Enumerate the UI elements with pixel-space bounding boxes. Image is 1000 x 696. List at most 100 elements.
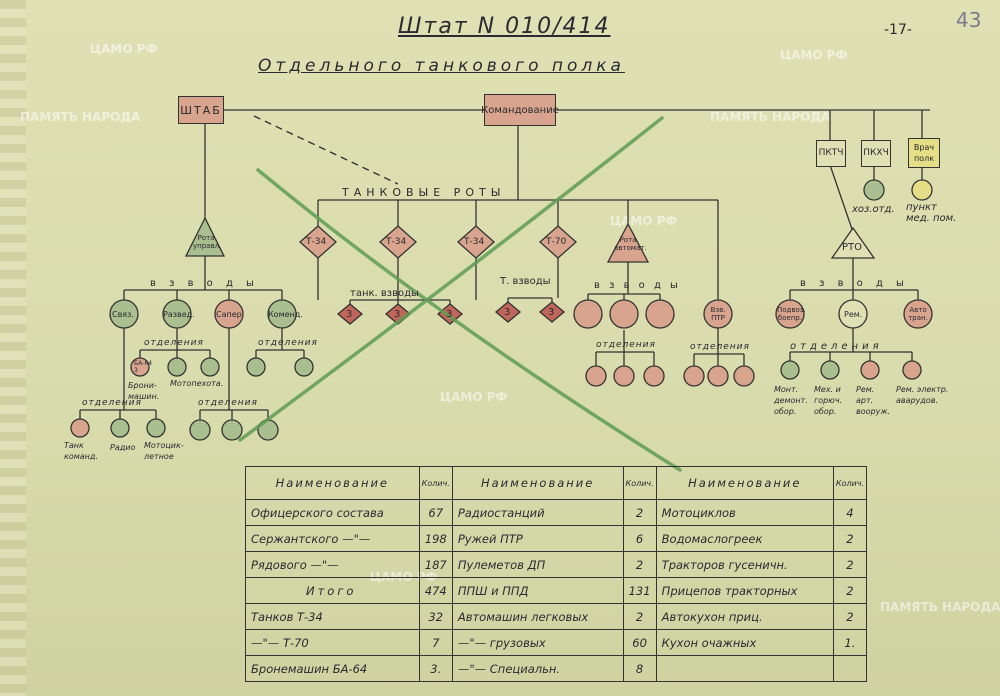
table-cell: 187: [418, 551, 453, 578]
table-row: Танков Т-34 32 Автомашин легковых 2 Авто…: [245, 603, 868, 630]
command-box: Командование: [481, 94, 559, 126]
t34-company-2: [379, 225, 417, 259]
tank-platoons-label: танк. взводы: [350, 288, 419, 299]
t34-label: Т-34: [306, 237, 327, 247]
table-cell: Рядового —"—: [245, 551, 420, 578]
table-cell: 198: [418, 525, 453, 552]
section-mount-label: Монт. демонт. обор.: [774, 385, 808, 416]
table-cell: 8: [622, 655, 657, 682]
t70-label: Т-70: [546, 237, 567, 247]
watermark: ЦАМО РФ: [440, 390, 508, 404]
tank-companies-label: ТАНКОВЫЕ РОТЫ: [342, 186, 506, 199]
archive-number: 43: [956, 8, 982, 32]
table-cell: [655, 655, 834, 682]
t34-label: Т-34: [386, 237, 407, 247]
sections-label: отделения: [690, 342, 750, 352]
torn-edge: [0, 0, 26, 696]
table-row: Рядового —"— 187 Пулеметов ДП 2 Тракторо…: [245, 551, 868, 578]
t70-company: [539, 225, 577, 259]
table-cell: —"— грузовых: [451, 629, 624, 656]
column-header: Наименование: [451, 466, 624, 500]
rto-label: РТО: [842, 242, 863, 253]
table-cell: —"— Т-70: [245, 629, 420, 656]
table-cell: Офицерского состава: [245, 499, 420, 526]
table-cell: 60: [622, 629, 657, 656]
table-cell: Сержантского —"—: [245, 525, 420, 552]
platoons-label: в з в о д ы: [800, 278, 909, 289]
sections-label: отделения: [144, 338, 204, 348]
table-row: Офицерского состава 67 Радиостанций 2 Мо…: [245, 499, 868, 526]
table-cell: 7: [418, 629, 453, 656]
page-number: -17-: [884, 22, 912, 38]
section-mech-label: Мех. и горюч. обор.: [814, 385, 843, 416]
sections-label: отделения: [258, 338, 318, 348]
table-cell: Автомашин легковых: [451, 603, 624, 630]
table-cell: Пулеметов ДП: [451, 551, 624, 578]
platoon-komend: Коменд.: [268, 310, 303, 319]
table-cell: Тракторов гусеничн.: [655, 551, 834, 578]
aa-platoon-label: Взв. ПТР: [710, 306, 726, 322]
watermark: ПАМЯТЬ НАРОДА: [20, 110, 141, 124]
column-header: Колич.: [622, 466, 657, 500]
table-cell: 2: [622, 603, 657, 630]
table-cell: Прицепов тракторных: [655, 577, 834, 604]
platoon-count: 3: [504, 307, 511, 318]
watermark: ПАМЯТЬ НАРОДА: [710, 110, 831, 124]
table-cell: 2: [832, 525, 868, 552]
sections-label: отделения: [790, 341, 883, 352]
staff-table: Наименование Колич. Наименование Колич. …: [245, 466, 868, 682]
sections-label: отделения: [596, 340, 656, 350]
table-row: Бронемашин БА-64 3. —"— Специальн. 8: [245, 655, 868, 682]
staff-hq-box: ШТАБ: [178, 96, 224, 124]
table-cell: —"— Специальн.: [451, 655, 624, 682]
table-cell: 2: [622, 499, 657, 526]
company-auto-label: Рота автомат.: [614, 236, 647, 252]
support-platoon-label: Подвоз. боепр.: [777, 306, 806, 322]
table-cell: Водомаслогреек: [655, 525, 834, 552]
table-cell: 4: [832, 499, 868, 526]
company-hq-triangle: [184, 216, 226, 257]
section-rem-arm-label: Рем. арт. вооруж.: [856, 385, 891, 416]
section-rem-elec-label: Рем. электр. аварудов.: [896, 385, 949, 405]
watermark: ЦАМО РФ: [90, 42, 158, 56]
platoons-label: в з в о д ы: [594, 280, 681, 291]
table-cell: 2: [832, 577, 868, 604]
tank-command-label: Танк команд.: [64, 441, 98, 461]
table-cell: Итого: [245, 577, 420, 604]
table-row: —"— Т-70 7 —"— грузовых 60 Кухон очажных…: [245, 629, 868, 656]
watermark: ПАМЯТЬ НАРОДА: [880, 600, 1000, 614]
table-cell: Танков Т-34: [245, 603, 420, 630]
column-header: Наименование: [245, 466, 420, 500]
platoon-count: 3: [394, 309, 401, 320]
table-cell: [832, 655, 868, 682]
t-platoons-label: Т. взводы: [500, 276, 551, 287]
platoon-sviaz: Связ.: [112, 310, 134, 319]
table-cell: 3.: [418, 655, 453, 682]
table-cell: 6: [622, 525, 657, 552]
table-cell: Мотоциклов: [655, 499, 834, 526]
table-cell: 474: [418, 577, 453, 604]
armored-car-label: Брони- машин.: [128, 381, 160, 401]
table-cell: 131: [622, 577, 657, 604]
sections-label: отделения: [198, 398, 258, 408]
table-cell: Ружей ПТР: [451, 525, 624, 552]
radio-label: Радио: [110, 443, 136, 452]
company-hq-label: Рота управл.: [193, 234, 222, 250]
document-subtitle: Отдельного танкового полка: [258, 56, 625, 76]
document-title: Штат N 010/414: [398, 14, 611, 39]
table-cell: 1.: [832, 629, 868, 656]
ba64-label: БА-64 3: [134, 360, 153, 374]
column-header: Наименование: [655, 466, 834, 500]
pktch-box: ПКТЧ: [816, 140, 846, 167]
sections-label: отделения: [82, 398, 142, 408]
motorcycle-label: Мотоцик- летное: [144, 441, 184, 461]
cancellation-cross: [238, 116, 682, 472]
platoons-label: в з в о д ы: [150, 278, 259, 289]
table-cell: Кухон очажных: [655, 629, 834, 656]
platoon-count: 3: [548, 307, 555, 318]
column-header: Колич.: [418, 466, 453, 500]
table-cell: 2: [832, 551, 868, 578]
platoon-razved: Развед.: [163, 310, 195, 319]
med-point-label: пункт мед. пом.: [906, 202, 957, 224]
